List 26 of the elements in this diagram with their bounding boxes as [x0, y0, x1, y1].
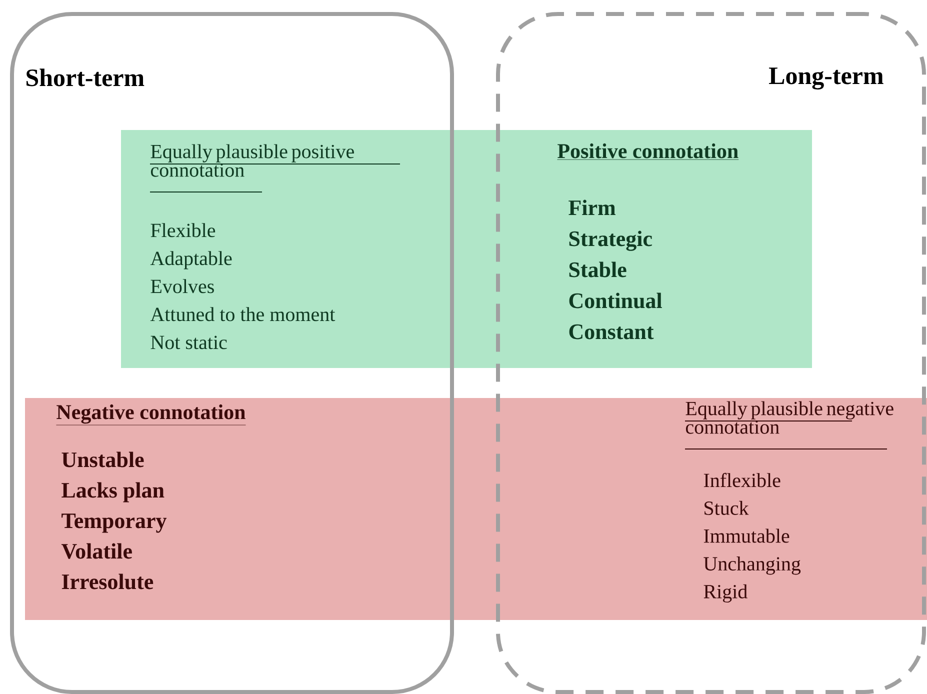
- list-item: Not static: [150, 336, 227, 350]
- list-item: Stuck: [704, 500, 749, 515]
- list-item: Adaptable: [150, 251, 232, 270]
- heading: Equally plausible negative connotation: [684, 401, 894, 450]
- heading: Negative connotation: [56, 404, 246, 426]
- list-item: Immutable: [704, 528, 790, 543]
- list-item: Unchanging: [704, 556, 801, 575]
- list-item: Attuned to the moment: [150, 307, 336, 322]
- list-item: Constant: [569, 324, 654, 340]
- list-item: Volatile: [61, 543, 132, 559]
- heading: Long-term: [768, 68, 884, 90]
- list-item: Flexible: [150, 223, 216, 238]
- list-item: Stable: [569, 262, 626, 278]
- list-item: Continual: [569, 292, 662, 308]
- heading: Positive connotation: [557, 143, 739, 160]
- list-item: Firm: [568, 200, 616, 215]
- list-item: Rigid: [704, 584, 748, 602]
- list-item: Strategic: [569, 230, 652, 251]
- list-item: Evolves: [150, 279, 214, 294]
- heading: Equally plausible positive connotation: [150, 144, 400, 192]
- list-item: Temporary: [62, 514, 167, 533]
- heading: Short-term: [26, 68, 144, 86]
- list-item: Unstable: [62, 452, 144, 468]
- list-item: Lacks plan: [62, 482, 164, 502]
- list-item: Irresolute: [62, 574, 154, 590]
- list-item: Inflexible: [704, 472, 780, 488]
